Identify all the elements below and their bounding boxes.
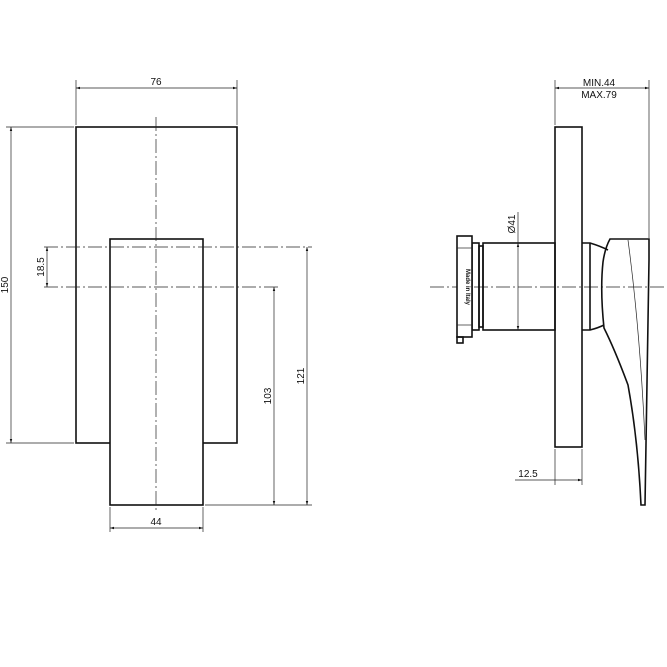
dim-plate-thickness: 12.5 [518, 469, 538, 480]
dim-handle-width: 44 [150, 517, 162, 528]
dim-depth-max: MAX.79 [581, 90, 617, 101]
valve-body [482, 242, 556, 331]
side-view: Made in Italy MIN.44 MAX.79 Ø41 12.5 [430, 78, 667, 506]
dim-axis-offset: 18.5 [36, 257, 47, 277]
dim-lower-axis: 103 [263, 387, 274, 404]
dim-plate-width: 76 [150, 77, 162, 88]
dim-plate-height: 150 [0, 276, 11, 293]
front-view: 76 150 18.5 103 121 44 [0, 77, 312, 532]
handle-front [109, 238, 204, 506]
dim-upper-axis: 121 [296, 367, 307, 384]
lever-handle [600, 238, 650, 506]
dim-diameter: Ø41 [507, 214, 518, 233]
dim-depth-min: MIN.44 [583, 78, 616, 89]
nut [456, 235, 473, 338]
made-in-italy-marking: Made in Italy [464, 269, 470, 306]
